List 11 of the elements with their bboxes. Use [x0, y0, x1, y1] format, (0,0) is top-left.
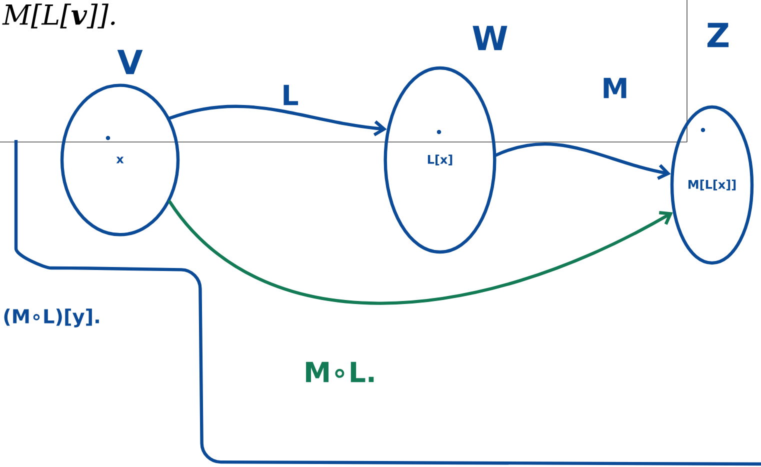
arrow: [168, 200, 673, 305]
set-heading: Z: [707, 22, 729, 48]
edge-label: L: [284, 84, 298, 106]
formula-text: M[L[v]].: [2, 4, 115, 28]
arrow: [494, 142, 671, 180]
arrow: [168, 104, 387, 136]
set-heading: V: [117, 50, 143, 74]
edge-label: M∘L.: [306, 362, 374, 382]
formula-text: (M∘L)[y].: [4, 308, 99, 328]
edge-label: M: [604, 78, 626, 98]
set-heading: W: [472, 26, 508, 50]
